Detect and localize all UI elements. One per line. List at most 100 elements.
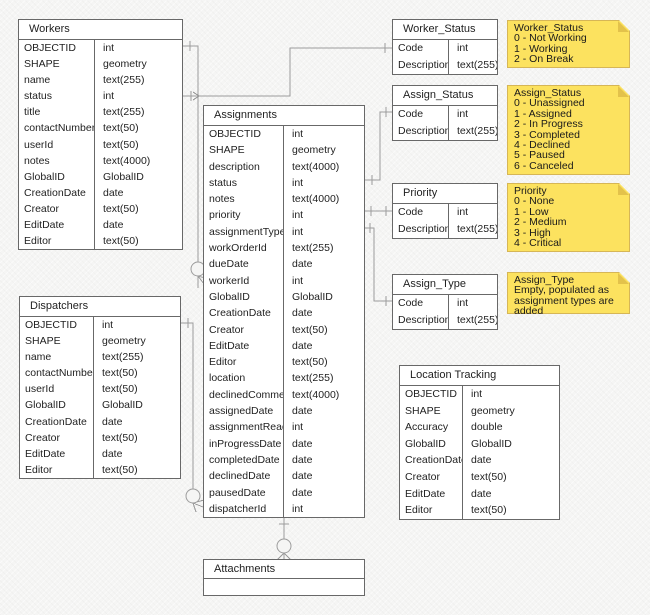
connector-dispatchers-objectid-to-assignments-dispatcherid[interactable] [181,318,205,513]
field-name: notes [209,193,235,206]
field-name: Description [398,125,448,137]
field-name: title [24,106,41,119]
field-name: pausedDate [209,486,266,499]
field-name: Code [398,108,424,120]
connector-workers-objectid-to-assignments-workerid[interactable] [183,41,206,288]
field-name: SHAPE [209,144,245,157]
field-row-assignments-workerId[interactable]: workerId int [204,272,364,289]
connector-workers-status-to-worker-status-code[interactable] [183,43,392,101]
field-name: name [25,351,52,364]
field-type: text(255) [448,123,497,140]
field-name: priority [209,209,241,222]
field-name: SHAPE [405,404,441,417]
field-name: Creator [24,202,60,215]
field-name: completedDate [209,453,280,466]
field-type: int [283,272,364,289]
field-row-assignments-declinedComment[interactable]: declinedCommenttext(4000) [204,386,364,404]
note-line: 6 - Canceled [514,159,574,172]
field-type: geometry [462,402,559,420]
entity-attachments[interactable]: Attachments [203,559,365,596]
connector-assignments-priority-to-priority-code[interactable] [365,206,392,216]
field-type: text(255) [448,221,497,238]
field-row-location-tracking-SHAPE[interactable]: SHAPE geometry [400,402,559,420]
field-name: workerId [209,274,250,287]
connector-assignments-to-attachments[interactable] [276,515,292,561]
connector-assignments-assignmenttype-to-assign-type-code[interactable] [365,223,392,306]
connector-assignments-status-to-assign-status-code[interactable] [365,107,392,185]
